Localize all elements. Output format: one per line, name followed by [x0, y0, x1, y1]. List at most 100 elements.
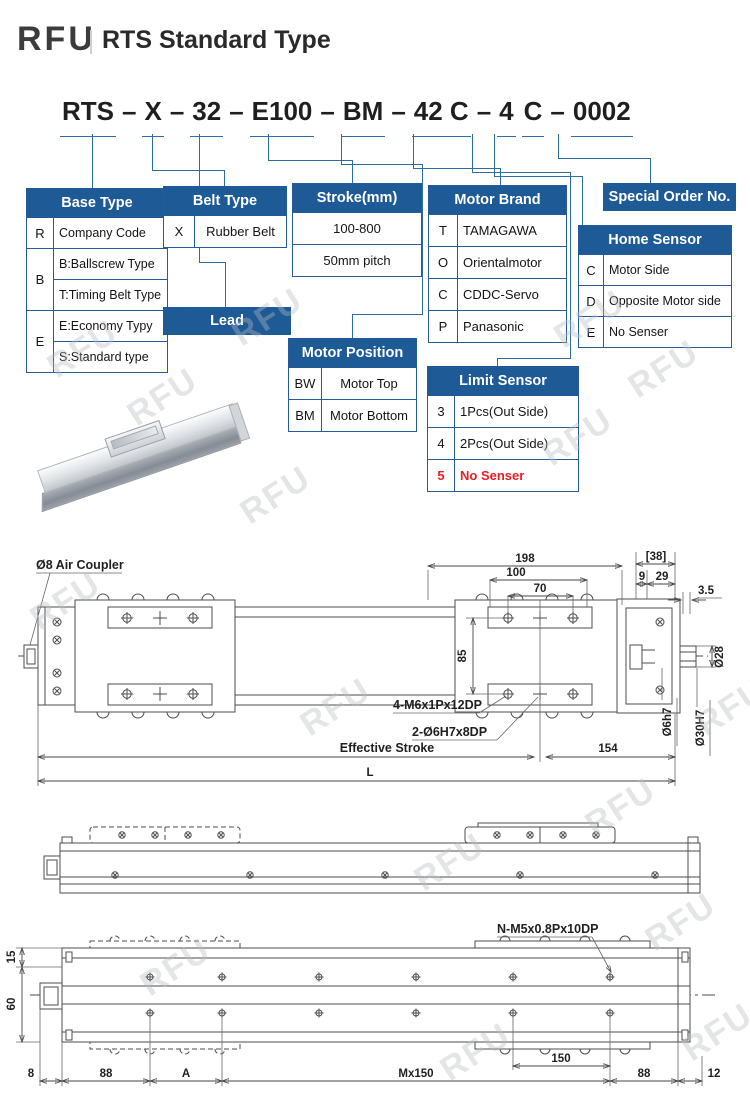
dim-12-label: 12	[708, 1068, 721, 1080]
model-code-connector-line	[268, 134, 269, 160]
dim-88-left-label: 88	[100, 1068, 113, 1080]
side-view-geometry	[43, 822, 701, 894]
model-code-segment: E100	[249, 96, 315, 137]
table-title: Base Type	[27, 189, 167, 217]
brand-logo: RFU	[17, 20, 96, 58]
model-code-connector-line	[570, 172, 571, 358]
code-cell: T	[429, 215, 458, 246]
desc-cell: Opposite Motor side	[609, 294, 721, 308]
dim-100-label: 100	[506, 567, 525, 579]
code-cell: BW	[289, 368, 322, 399]
logo-divider	[90, 30, 92, 54]
table-motor-brand: Motor Brand T TAMAGAWA O Orientalmotor C…	[428, 185, 567, 343]
desc-cell: T:Timing Belt Type	[54, 279, 167, 310]
model-code-dash: –	[122, 96, 137, 126]
table-home-sensor: Home Sensor C Motor Side D Opposite Moto…	[578, 225, 732, 348]
dim-3-5-label: 3.5	[698, 585, 715, 597]
model-code-connector-line	[352, 160, 353, 183]
page-title: RTS Standard Type	[102, 26, 331, 54]
model-code-connector-line	[650, 158, 651, 183]
table-title: Stroke(mm)	[293, 184, 421, 212]
callout-n-m5-label: N-M5x0.8Px10DP	[497, 922, 598, 936]
desc-cell: 50mm pitch	[323, 253, 391, 268]
code-cell: 5	[428, 460, 455, 491]
dim-o30h7-label: Ø30H7	[695, 710, 707, 746]
model-code-connector-line	[558, 134, 559, 158]
code-cell: C	[579, 255, 604, 285]
code-cell: D	[579, 286, 604, 316]
model-code-dash: –	[169, 96, 185, 126]
code-cell: 4	[428, 428, 455, 459]
dim-o28-label: Ø28	[714, 646, 726, 668]
model-code-segment: X	[142, 96, 164, 137]
table-row: T TAMAGAWA	[429, 214, 566, 246]
model-code-connector-line	[497, 358, 498, 366]
table-title: Motor Position	[289, 339, 416, 367]
model-code-dash: –	[229, 96, 244, 126]
effective-stroke-label: Effective Stroke	[340, 741, 435, 755]
desc-cell: B:Ballscrew Type	[59, 257, 155, 271]
dim-29-label: 29	[656, 571, 669, 583]
desc-cell: Motor Side	[609, 263, 670, 277]
table-lead-header: Lead	[163, 307, 291, 335]
model-code-connector-line	[413, 134, 414, 168]
table-stroke: Stroke(mm) 100-800 50mm pitch	[292, 183, 422, 277]
model-code-segment: RTS	[60, 96, 116, 137]
table-row: 50mm pitch	[293, 244, 421, 276]
table-special-order-header: Special Order No.	[603, 183, 736, 211]
dim-o6h7-label: Ø6h7	[662, 708, 674, 737]
top-view-geometry	[18, 593, 708, 762]
model-code-connector-line	[352, 314, 353, 338]
model-code-segment: 42 C	[411, 96, 471, 137]
table-row: 4 2Pcs(Out Side)	[428, 427, 578, 459]
code-cell: BM	[289, 400, 322, 431]
desc-cell: CDDC-Servo	[463, 287, 539, 302]
table-row: E No Senser	[579, 316, 731, 347]
desc-cell: Company Code	[59, 226, 146, 240]
desc-cell: Rubber Belt	[206, 224, 275, 239]
code-cell: E	[579, 317, 604, 347]
code-cell: C	[429, 279, 458, 310]
table-title: Belt Type	[164, 187, 286, 215]
desc-cell: S:Standard type	[54, 341, 167, 372]
table-limit-sensor: Limit Sensor 3 1Pcs(Out Side) 4 2Pcs(Out…	[427, 366, 579, 492]
model-code-segment: 0002	[570, 96, 633, 137]
model-code-connector-line	[199, 262, 226, 263]
table-row-highlighted: 5 No Senser	[428, 459, 578, 491]
model-code-connector-line	[472, 134, 473, 172]
dimension-drawing-side-view	[43, 822, 701, 894]
code-cell: P	[429, 311, 458, 342]
model-code: RTS – X – 32 – E100 – BM – 42 C – 4 C – …	[60, 96, 700, 137]
desc-cell: No Senser	[609, 325, 669, 339]
model-code-segment: 4	[497, 96, 516, 137]
desc-cell: TAMAGAWA	[463, 223, 537, 238]
dim-L-label: L	[366, 767, 373, 779]
code-cell: R	[27, 218, 54, 248]
bottom-view-geometry	[30, 935, 715, 1055]
desc-cell: Motor Top	[340, 376, 398, 391]
desc-cell: Motor Bottom	[329, 408, 409, 423]
table-row: BM Motor Bottom	[289, 399, 416, 431]
dim-154-label: 154	[598, 743, 618, 755]
table-title: Motor Brand	[429, 186, 566, 214]
code-cell: E	[27, 311, 54, 372]
table-row: C Motor Side	[579, 254, 731, 285]
model-code-connector-line	[341, 134, 342, 164]
dim-150-label: 150	[551, 1053, 570, 1065]
desc-cell: 1Pcs(Out Side)	[460, 404, 549, 419]
dim-88-right-label: 88	[638, 1068, 651, 1080]
table-row: 100-800	[293, 212, 421, 244]
table-row: D Opposite Motor side	[579, 285, 731, 316]
dim-60-label: 60	[6, 998, 18, 1011]
table-row: E E:Economy Typy S:Standard type	[27, 310, 167, 372]
dim-38-label: [38]	[646, 551, 667, 563]
model-code-segment: 32	[190, 96, 224, 137]
table-motor-position: Motor Position BW Motor Top BM Motor Bot…	[288, 338, 417, 432]
model-code-connector-line	[224, 170, 225, 186]
product-photo	[30, 392, 265, 514]
desc-cell: 100-800	[333, 221, 381, 236]
dim-9-label: 9	[639, 571, 645, 583]
model-code-connector-line	[558, 158, 651, 159]
model-code-connector-line	[497, 358, 571, 359]
